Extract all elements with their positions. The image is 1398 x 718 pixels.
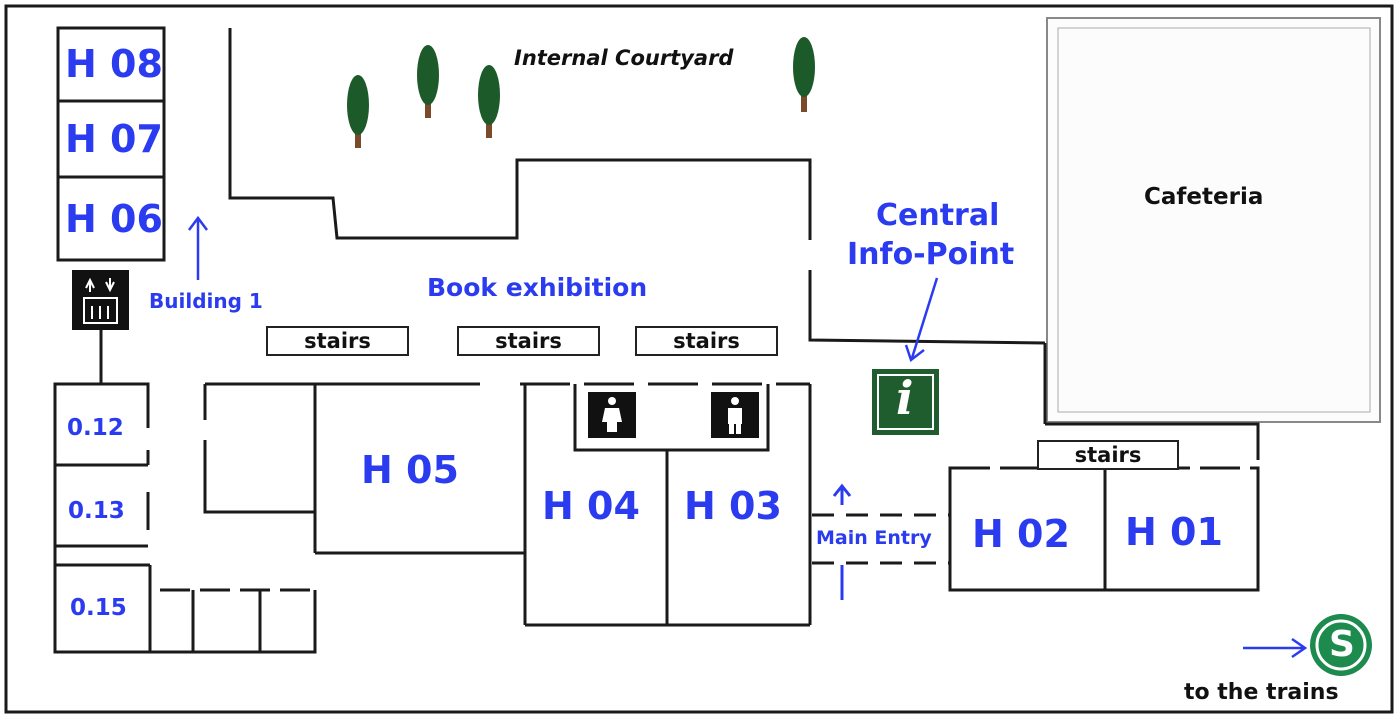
- book-exhibition-label: Book exhibition: [427, 273, 648, 302]
- building-1-label: Building 1: [149, 289, 263, 313]
- h04-h03-walls: [520, 382, 812, 627]
- sbahn-icon[interactable]: [1310, 614, 1372, 676]
- room-h01[interactable]: H 01: [1125, 510, 1223, 554]
- courtyard-label: Internal Courtyard: [514, 46, 734, 70]
- stairs-label: stairs: [635, 326, 778, 356]
- tree-icon: [478, 65, 500, 138]
- room-h07[interactable]: H 07: [65, 117, 163, 161]
- room-h03[interactable]: H 03: [684, 484, 782, 528]
- sbahn-icon-glyph: S: [1329, 624, 1355, 665]
- info-icon-glyph: i: [896, 371, 914, 425]
- stairs-label: stairs: [266, 326, 409, 356]
- stairs-label: stairs: [1037, 440, 1179, 470]
- info-point-label-line1: Central: [876, 198, 1000, 233]
- cafeteria-label: Cafeteria: [1144, 184, 1264, 210]
- courtyard-walls: [228, 28, 1046, 345]
- arrow-right-icon: [1243, 637, 1308, 659]
- room-h08[interactable]: H 08: [65, 42, 163, 86]
- tree-icon: [793, 37, 815, 112]
- main-entry-label[interactable]: Main Entry: [816, 527, 932, 549]
- tree-icon: [417, 45, 439, 118]
- arrow-down-icon: [904, 277, 939, 363]
- arrow-up-icon: [188, 215, 208, 280]
- rooms-0xx-walls: [53, 382, 317, 654]
- info-icon[interactable]: [872, 369, 939, 435]
- room-0-12[interactable]: 0.12: [67, 415, 124, 441]
- trains-label[interactable]: to the trains: [1184, 680, 1339, 705]
- stairs-label: stairs: [457, 326, 600, 356]
- room-h06[interactable]: H 06: [65, 197, 163, 241]
- main-entry-walls: [812, 513, 950, 565]
- trees: [347, 37, 815, 148]
- restroom-men-icon[interactable]: [711, 392, 759, 438]
- info-point-label-line2: Info-Point: [847, 237, 1015, 272]
- map-frame: [4, 4, 1394, 714]
- arrow-up-icon: [832, 483, 852, 505]
- central-block-walls: [203, 382, 525, 555]
- cafeteria-building: [1043, 17, 1381, 460]
- building-1-tower: [56, 26, 166, 262]
- room-0-15[interactable]: 0.15: [70, 595, 127, 621]
- tree-icon: [347, 75, 369, 148]
- elevator-icon[interactable]: [72, 270, 129, 330]
- room-h02[interactable]: H 02: [972, 512, 1070, 556]
- room-h05[interactable]: H 05: [361, 448, 459, 492]
- room-h04[interactable]: H 04: [542, 484, 640, 528]
- room-0-13[interactable]: 0.13: [68, 498, 125, 524]
- restroom-women-icon[interactable]: [588, 392, 636, 438]
